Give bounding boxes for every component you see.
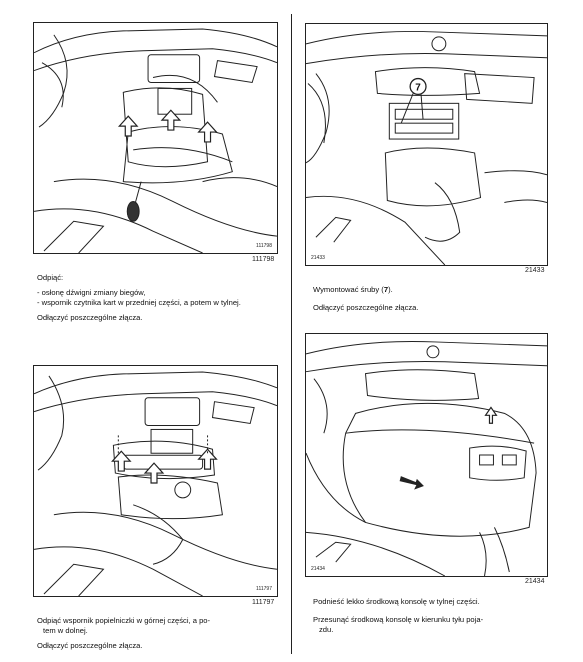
dashboard-illustration-2 [34, 371, 277, 596]
figure-center-console: 21434 [305, 333, 548, 577]
figure-inner-number: 21434 [311, 566, 325, 572]
figure-number: 21433 [525, 267, 545, 274]
instruction-line: Podnieść lekko środkową konsolę w tylnej… [313, 597, 480, 606]
instruction-bullet: - osłonę dźwigni zmiany biegów, [37, 288, 146, 297]
instruction-heading: Odpiąć: [37, 273, 64, 282]
figure-gear-shift-cover: 111798 [33, 22, 278, 254]
instruction-block-3: Wymontować śruby (7). Odłączyć poszczegó… [313, 285, 553, 313]
figure-ashtray-bracket: 111797 [33, 365, 278, 597]
instruction-text: Wymontować śruby ( [313, 285, 384, 294]
column-divider [291, 14, 292, 654]
dashboard-illustration-1 [34, 28, 277, 253]
dashboard-illustration-3: 7 [306, 30, 547, 265]
instruction-block-1: Odpiąć: - osłonę dźwigni zmiany biegów, … [37, 273, 277, 323]
screw-reference: 7 [383, 285, 389, 294]
instruction-line: tem w dolnej. [43, 626, 88, 635]
instruction-bullet: - wspornik czytnika kart w przedniej czę… [37, 298, 241, 307]
figure-inner-number: 111797 [256, 586, 272, 592]
instruction-block-4: Podnieść lekko środkową konsolę w tylnej… [313, 597, 553, 635]
figure-remove-screws: 7 21433 [305, 23, 548, 266]
figure-number: 111798 [252, 256, 275, 263]
instruction-line: Odpiąć wspornik popielniczki w górnej cz… [37, 616, 211, 625]
instruction-block-2: Odpiąć wspornik popielniczki w górnej cz… [37, 616, 277, 651]
instruction-line: zdu. [319, 625, 334, 634]
dashboard-illustration-4 [306, 340, 547, 576]
figure-number: 111797 [252, 599, 275, 606]
instruction-footer: Odłączyć poszczególne złącza. [37, 313, 143, 322]
instruction-footer: Odłączyć poszczególne złącza. [313, 303, 419, 312]
instruction-text: ). [388, 285, 393, 294]
callout-label: 7 [415, 82, 421, 93]
instruction-footer: Odłączyć poszczególne złącza. [37, 641, 143, 650]
instruction-line: Wymontować śruby (7). [313, 285, 553, 295]
figure-inner-number: 21433 [311, 255, 325, 261]
figure-inner-number: 111798 [256, 243, 272, 249]
instruction-line: Przesunąć środkową konsolę w kierunku ty… [313, 615, 484, 624]
figure-number: 21434 [525, 578, 545, 585]
